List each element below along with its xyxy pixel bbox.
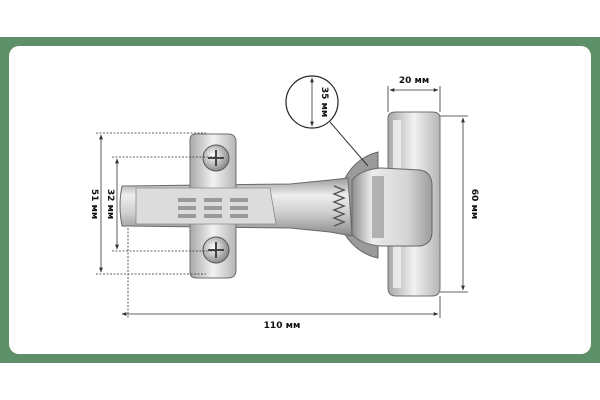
hinge-spring [332,185,346,227]
hinge-body [119,111,441,297]
dimension-label-20mm: 20 мм [399,76,429,86]
dimension-label-35mm: 35 мм [319,87,329,117]
screw-top-icon [202,144,230,172]
hinge-knuckle [351,167,433,247]
dimension-label-51mm: 51 мм [89,189,99,219]
logo-emboss [178,198,248,218]
dimension-label-32mm: 32 мм [105,189,115,219]
dimension-label-110mm: 110 мм [264,321,301,331]
dimension-lines [96,75,468,318]
screw-bottom-icon [202,236,230,264]
dimension-label-60mm: 60 мм [469,189,479,219]
